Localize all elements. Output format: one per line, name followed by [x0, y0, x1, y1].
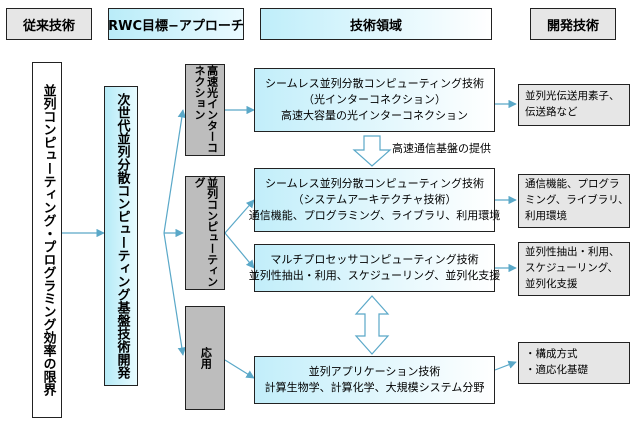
dev-system-line3: 利用環境 — [525, 209, 567, 222]
arrow-rwc-to-application — [163, 232, 186, 356]
area-optical-title: シームレス並列分散コンピューティング技術 — [264, 77, 484, 91]
area-parallel-application: 並列アプリケーション技術 計算生物学、計算化学、大規模システム分野 — [254, 356, 495, 404]
conventional-limit-box: 並列コンピューティング・プログラミング効率の限界 — [32, 62, 62, 418]
header-rwc-goal: RWC目標−アプローチ — [108, 8, 244, 40]
header-conventional: 従来技術 — [6, 8, 92, 40]
dev-optical-line1: 並列光伝送用素子、 — [525, 90, 620, 103]
dev-app-line2: ・適応化基礎 — [525, 364, 588, 376]
category-parallel: 並列コンピューティング — [185, 176, 225, 290]
area-system-title: シームレス並列分散コンピューティング技術 — [264, 177, 484, 191]
arrow-rwc-to-optical — [163, 109, 186, 234]
dev-multiproc-line1: 並列性抽出・利用、 — [525, 246, 620, 259]
header-tech-area: 技術領域 — [260, 8, 492, 40]
hollow-down-arrow — [352, 135, 392, 167]
area-system-architecture: シームレス並列分散コンピューティング技術 （システムアーキテクチャ技術） 通信機… — [249, 168, 500, 232]
arrow-parallel-to-system — [224, 199, 255, 234]
area-optical-detail: 高速大容量の光インターコネクション — [281, 108, 468, 122]
dev-system-line1: 通信機能、プログラ — [525, 178, 620, 191]
dev-multiproc-line2: スケジューリング、 — [525, 262, 619, 275]
header-dev-tech: 開発技術 — [530, 8, 616, 40]
dev-item-application: ・構成方式 ・適応化基礎 — [518, 342, 630, 384]
area-optical-interconnection: シームレス並列分散コンピューティング技術 （光インターコネクション） 高速大容量… — [254, 68, 495, 132]
dev-optical-line2: 伝送路など — [525, 106, 578, 118]
dev-item-multiproc: 並列性抽出・利用、 スケジューリング、 並列化支援 — [518, 242, 630, 296]
area-multiproc-title: マルチプロセッサコンピューティング技術 — [270, 253, 479, 267]
arrow-area-to-dev-app — [494, 360, 517, 371]
category-application: 応用 — [185, 306, 225, 410]
category-optical: 高速光インターコネクション — [185, 64, 225, 156]
rwc-approach-box: 次世代並列分散コンピューティング基盤技術開発 — [104, 86, 138, 386]
dev-app-line1: ・構成方式 — [525, 348, 578, 361]
dev-multiproc-line3: 並列化支援 — [525, 277, 578, 290]
dev-item-system: 通信機能、プログラ ミング、ライブラリ、 利用環境 — [518, 174, 630, 228]
arrow-application-to-app — [224, 359, 255, 379]
area-multiprocessor: マルチプロセッサコンピューティング技術 並列性抽出・利用、スケジューリング、並列… — [249, 244, 500, 292]
area-system-detail: 通信機能、プログラミング、ライブラリ、利用環境 — [248, 208, 501, 222]
area-optical-subtitle: （光インターコネクション） — [303, 93, 446, 107]
dev-item-optical: 並列光伝送用素子、 伝送路など — [518, 84, 630, 126]
area-system-subtitle: （システムアーキテクチャ技術） — [292, 193, 457, 207]
area-multiproc-detail: 並列性抽出・利用、スケジューリング、並列化支援 — [248, 269, 501, 282]
area-app-detail: 計算生物学、計算化学、大規模システム分野 — [264, 381, 485, 394]
area-app-title: 並列アプリケーション技術 — [308, 365, 441, 379]
dev-system-line2: ミング、ライブラリ、 — [525, 194, 629, 207]
provide-note: 高速通信基盤の提供 — [392, 142, 491, 155]
arrow-parallel-to-multiproc — [224, 232, 255, 269]
hollow-double-arrow — [354, 295, 390, 355]
